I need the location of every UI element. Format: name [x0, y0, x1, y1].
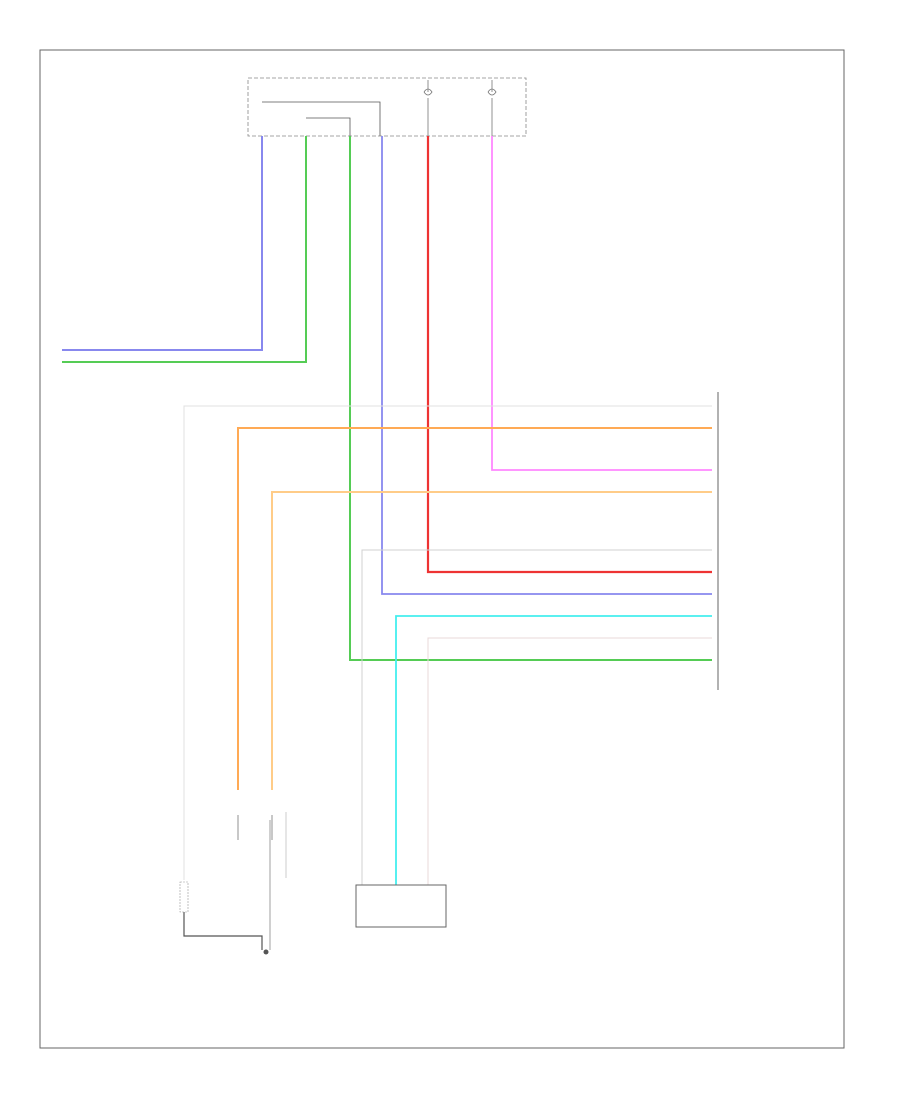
wire-gray-left [183, 405, 712, 880]
wire-blue-upper [62, 136, 263, 351]
fuse-symbol [487, 80, 497, 136]
fuse-block-outline [247, 77, 527, 137]
switch-contact [237, 815, 273, 840]
bottom-module [355, 884, 447, 928]
wire-magenta [491, 136, 712, 471]
ground-point [263, 949, 269, 955]
diagram-frame [39, 49, 845, 1049]
wire-green-upper [62, 136, 307, 363]
wire-orange-1 [237, 427, 712, 790]
wire-gray-mid [361, 549, 712, 885]
bottom-module-box [355, 884, 447, 928]
wires [62, 136, 712, 950]
wire-green-lower [349, 136, 712, 661]
wire-cyan [395, 615, 712, 885]
fuse-symbol [423, 80, 433, 136]
fuse-block-bus [262, 101, 381, 136]
wire-gray-right [427, 637, 712, 885]
fuse-block [247, 77, 527, 137]
left-switch-area [179, 812, 287, 955]
wire-blue-lower [381, 136, 712, 595]
wire-ground [183, 912, 263, 950]
wire-red [426, 136, 712, 574]
switch-symbol [179, 881, 189, 913]
wire-orange-2 [271, 491, 712, 790]
fuse-block-bus [306, 117, 351, 136]
